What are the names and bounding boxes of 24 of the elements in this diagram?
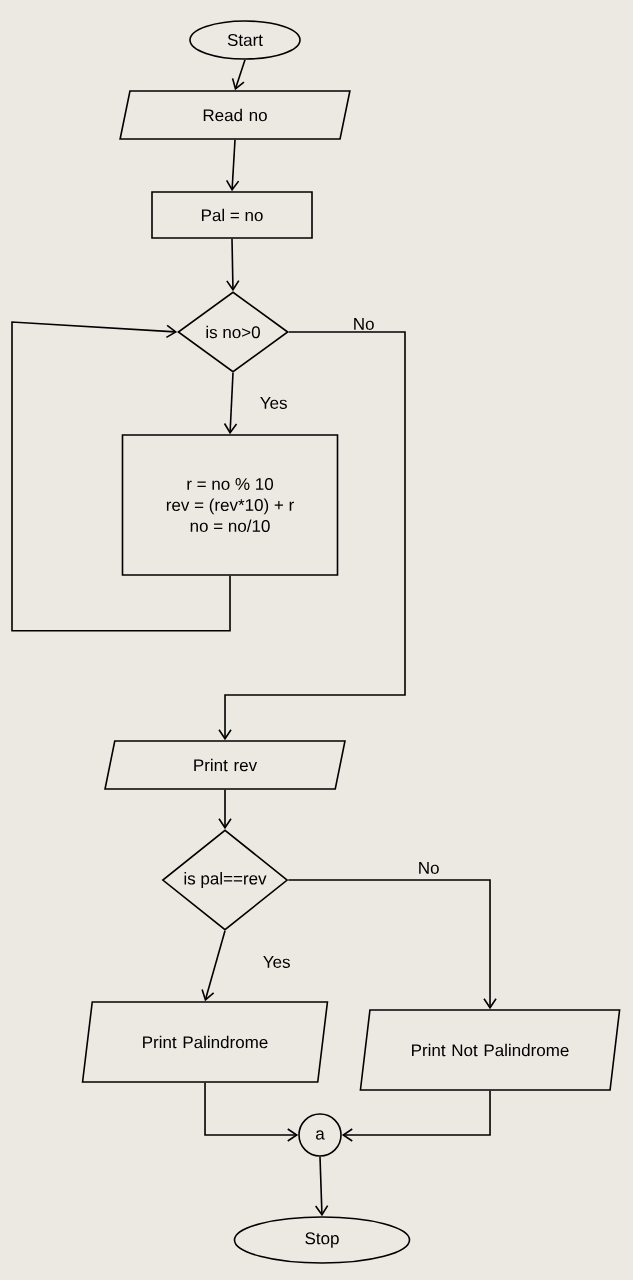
arrow xyxy=(314,1156,329,1217)
process-box: Pal = no xyxy=(151,191,313,239)
process-box: r = no % 10 rev = (rev*10) + r no = no/10 xyxy=(121,434,339,576)
arrow xyxy=(204,1082,299,1142)
arrow xyxy=(201,930,226,1002)
arrow xyxy=(223,372,238,435)
arrow xyxy=(341,1090,491,1142)
input-parallelogram: Read no xyxy=(119,90,351,140)
edge-label: Yes xyxy=(263,956,290,968)
edge-label: No xyxy=(354,318,374,330)
arrow xyxy=(287,879,497,1010)
arrow xyxy=(218,331,406,741)
arrow xyxy=(218,789,232,830)
edge-label: Yes xyxy=(260,397,287,409)
output-parallelogram: Print Palindrome xyxy=(81,1001,329,1083)
start-terminal: Start xyxy=(189,20,301,60)
arrow xyxy=(226,238,240,292)
arrow xyxy=(11,321,231,632)
arrow xyxy=(231,59,246,91)
edge-label: No xyxy=(419,862,439,874)
stop-terminal: Stop xyxy=(233,1216,411,1264)
arrow xyxy=(225,139,240,192)
output-parallelogram: Print Not Palindrome xyxy=(359,1009,621,1091)
output-parallelogram: Print rev xyxy=(104,740,346,790)
